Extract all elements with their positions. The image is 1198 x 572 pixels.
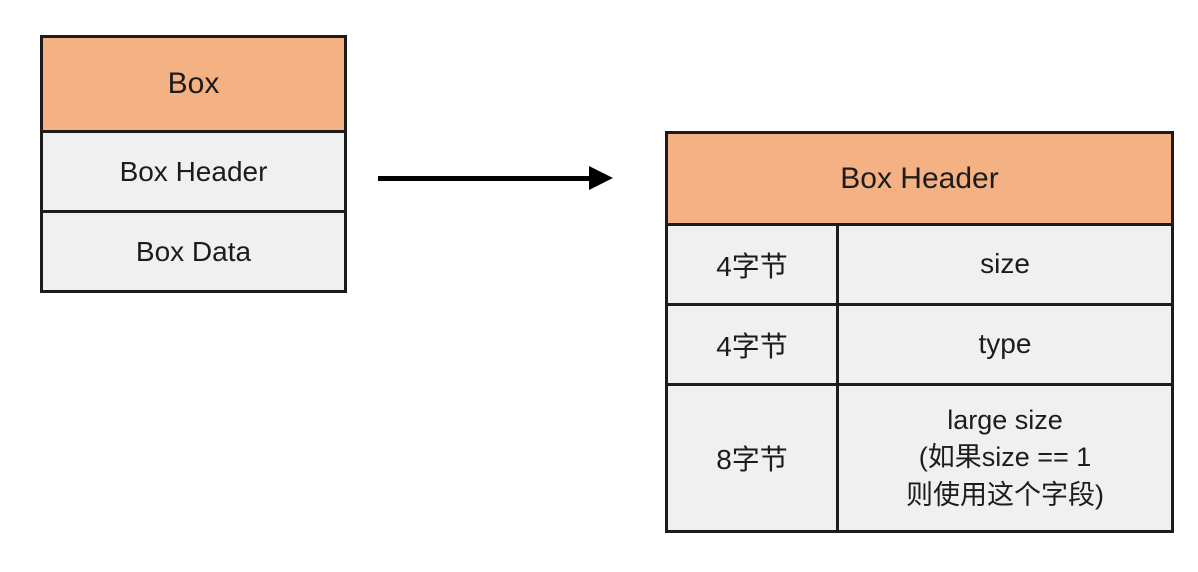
box-overview-table: Box Box Header Box Data bbox=[40, 35, 347, 293]
field-name-cell: type bbox=[839, 306, 1171, 383]
arrow-head bbox=[589, 166, 613, 190]
byte-size-cell: 4字节 bbox=[668, 306, 839, 383]
table-row: 8字节 large size (如果size == 1 则使用这个字段) bbox=[668, 383, 1171, 530]
table-row: 4字节 type bbox=[668, 303, 1171, 383]
byte-size-cell: 8字节 bbox=[668, 386, 839, 530]
box-data-cell: Box Data bbox=[43, 210, 344, 290]
field-name-cell: size bbox=[839, 226, 1171, 303]
arrow-right-icon bbox=[378, 166, 613, 190]
arrow-shaft bbox=[378, 176, 592, 181]
box-title-cell: Box bbox=[43, 38, 344, 130]
box-header-detail-table: Box Header 4字节 size 4字节 type 8字节 large s… bbox=[665, 131, 1174, 533]
box-header-title-cell: Box Header bbox=[668, 134, 1171, 223]
box-header-cell: Box Header bbox=[43, 130, 344, 210]
field-name-cell: large size (如果size == 1 则使用这个字段) bbox=[839, 386, 1171, 530]
table-row: 4字节 size bbox=[668, 223, 1171, 303]
byte-size-cell: 4字节 bbox=[668, 226, 839, 303]
